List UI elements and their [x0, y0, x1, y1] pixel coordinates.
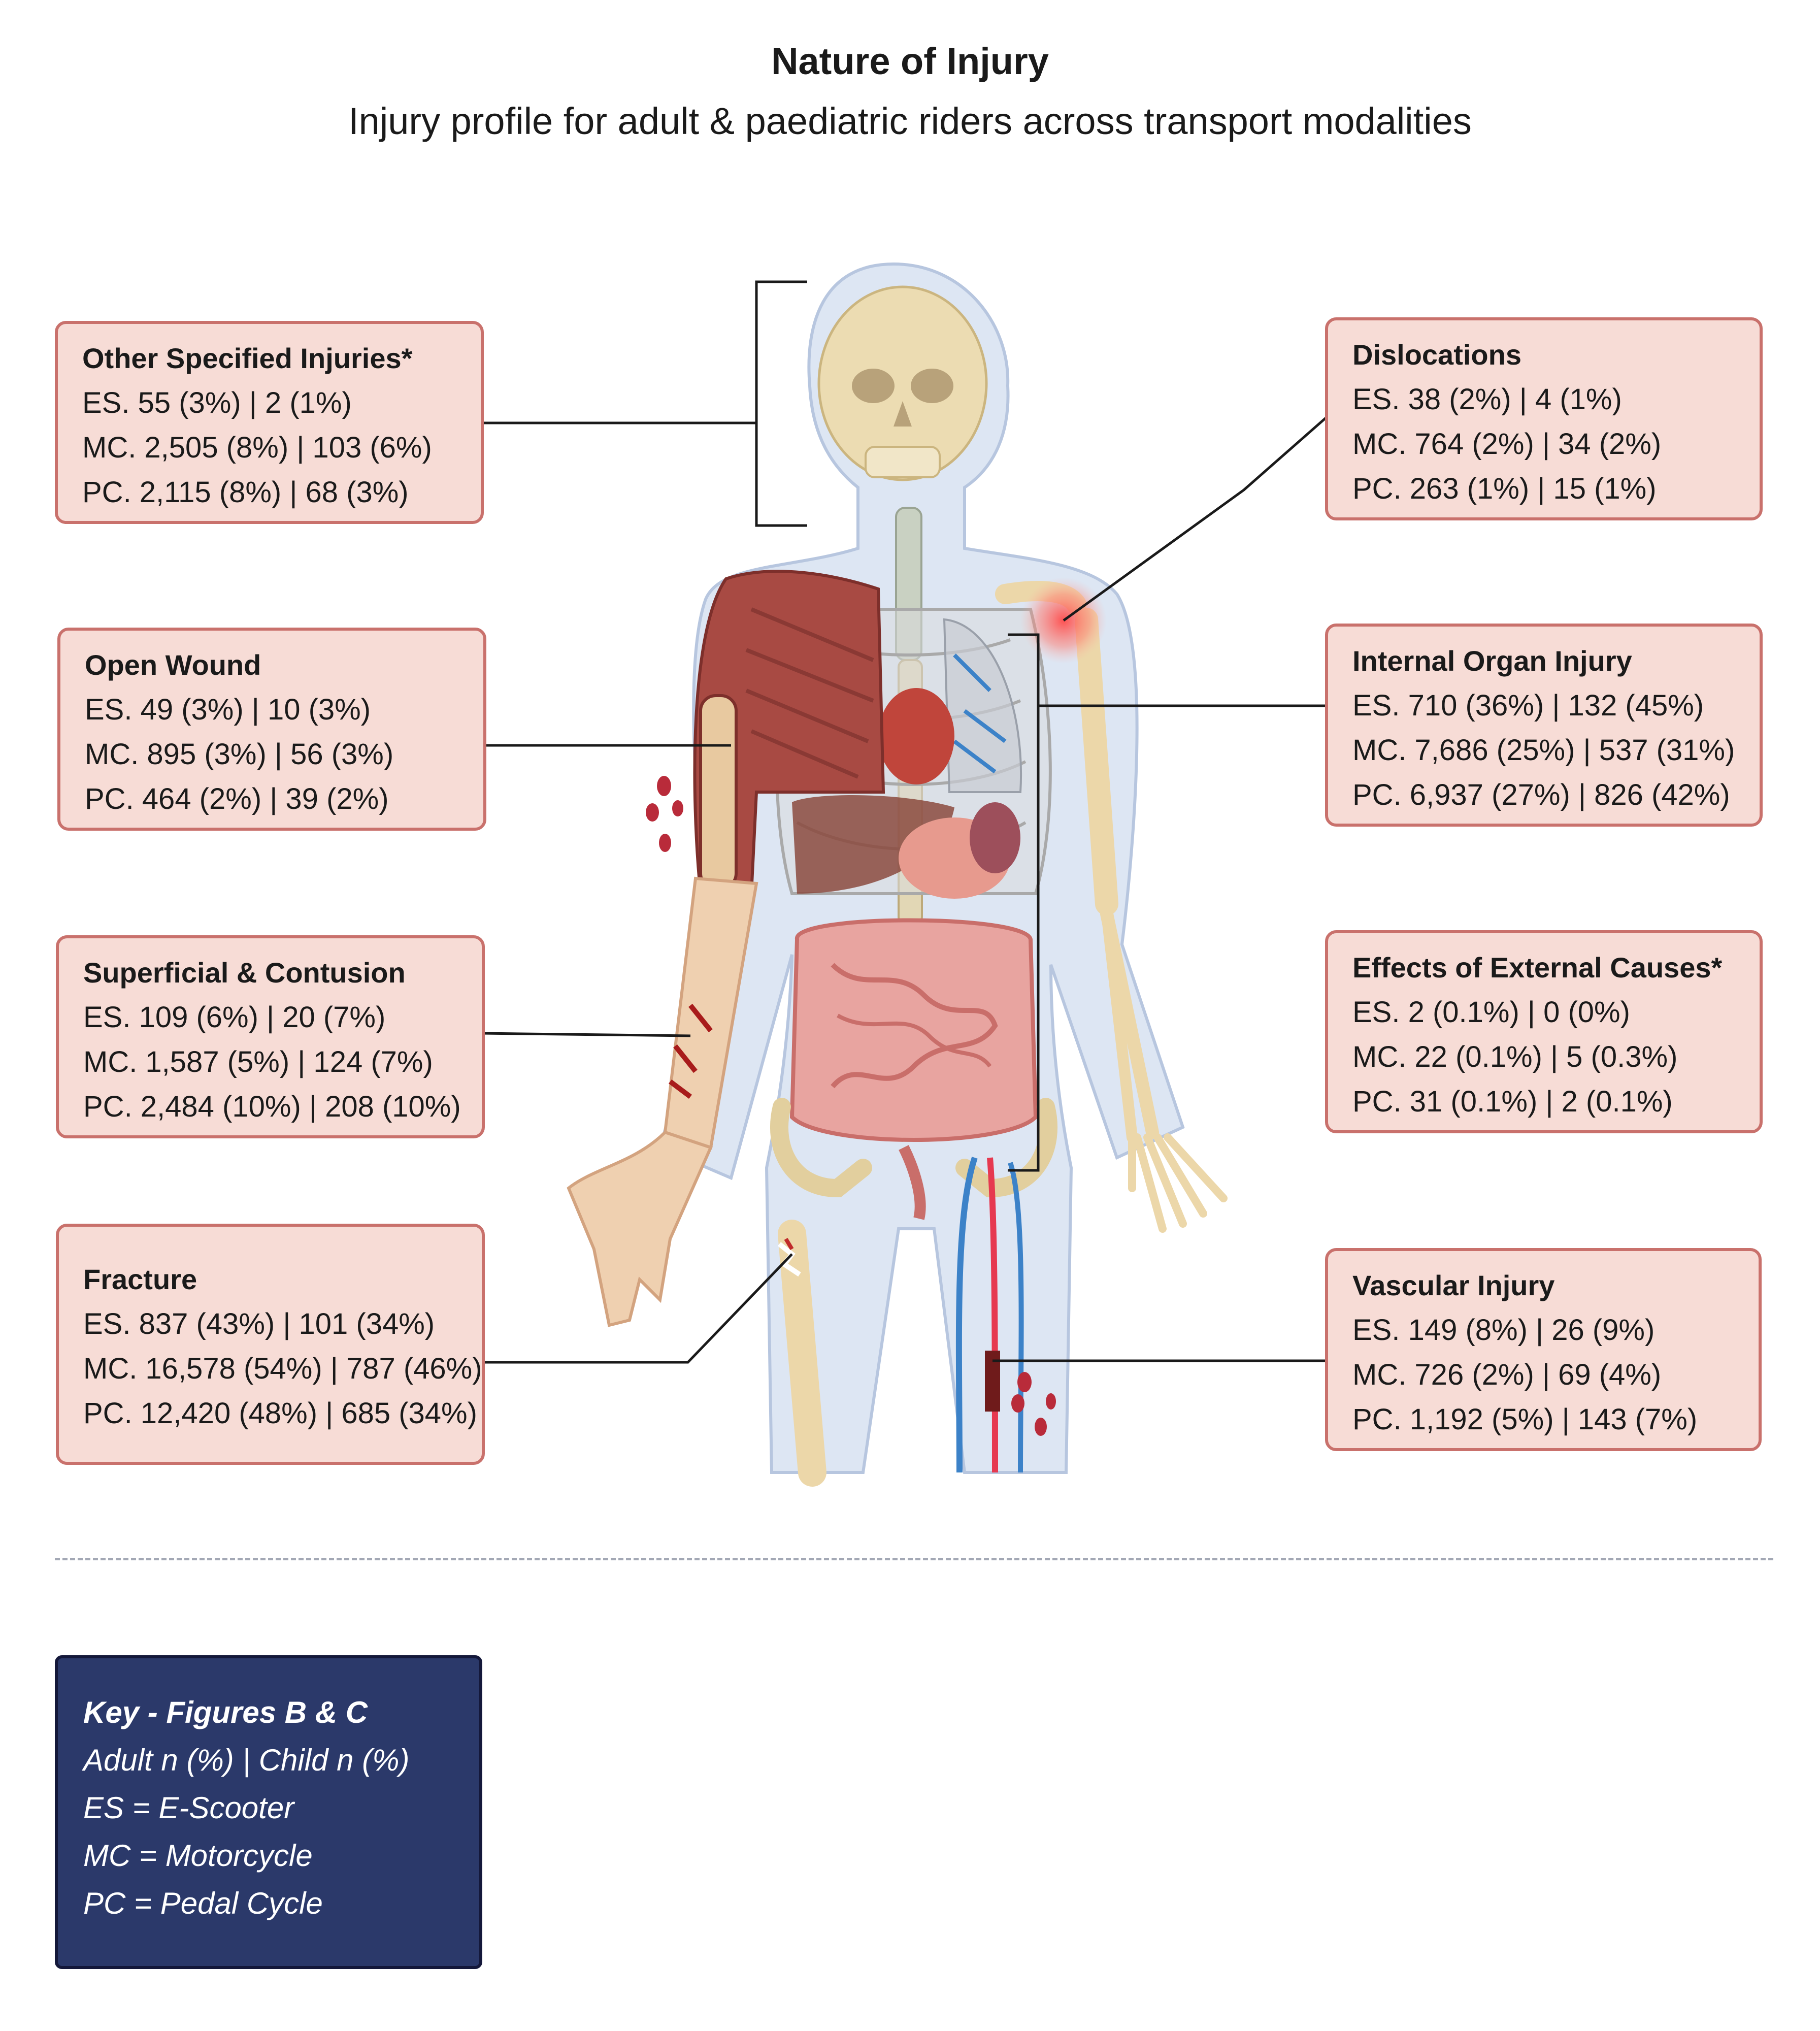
box-title: Other Specified Injuries*	[82, 342, 413, 374]
other-specified-injuries-box: Other Specified Injuries* ES. 55 (3%) | …	[55, 321, 484, 524]
organs-abdomen-upper	[792, 795, 1020, 899]
key-line: Adult n (%) | Child n (%)	[83, 1743, 410, 1777]
box-title: Internal Organ Injury	[1352, 645, 1632, 677]
box-line-pc: PC. 6,937 (27%) | 826 (42%)	[1352, 778, 1730, 811]
box-title: Effects of External Causes*	[1352, 952, 1723, 984]
leader-lines	[480, 280, 1329, 1364]
key-title: Key - Figures B & C	[83, 1695, 368, 1729]
box-line-pc: PC. 464 (2%) | 39 (2%)	[85, 782, 389, 815]
box-line-pc: PC. 2,115 (8%) | 68 (3%)	[82, 476, 409, 509]
forearm-skin	[567, 876, 758, 1327]
box-line-pc: PC. 31 (0.1%) | 2 (0.1%)	[1352, 1085, 1673, 1118]
key-line: MC = Motorcycle	[83, 1839, 313, 1873]
box-line-es: ES. 2 (0.1%) | 0 (0%)	[1352, 996, 1630, 1029]
key-line: ES = E-Scooter	[83, 1791, 294, 1825]
box-line-es: ES. 149 (8%) | 26 (9%)	[1352, 1314, 1655, 1347]
fracture-box: Fracture ES. 837 (43%) | 101 (34%) MC. 1…	[56, 1224, 485, 1465]
figure-subtitle: Injury profile for adult & paediatric ri…	[348, 100, 1472, 142]
box-line-mc: MC. 2,505 (8%) | 103 (6%)	[82, 431, 432, 464]
external-causes-box: Effects of External Causes* ES. 2 (0.1%)…	[1325, 930, 1763, 1133]
box-line-pc: PC. 1,192 (5%) | 143 (7%)	[1352, 1403, 1698, 1436]
box-line-es: ES. 55 (3%) | 2 (1%)	[82, 386, 352, 419]
section-divider	[55, 1558, 1773, 1560]
box-line-mc: MC. 22 (0.1%) | 5 (0.3%)	[1352, 1040, 1678, 1073]
box-line-es: ES. 38 (2%) | 4 (1%)	[1352, 383, 1622, 416]
dislocations-box: Dislocations ES. 38 (2%) | 4 (1%) MC. 76…	[1325, 317, 1763, 520]
arm-muscle	[693, 570, 885, 895]
intestines	[789, 918, 1038, 1220]
blood-drops-arm	[646, 776, 683, 852]
box-line-pc: PC. 263 (1%) | 15 (1%)	[1352, 472, 1657, 505]
superficial-contusion-box: Superficial & Contusion ES. 109 (6%) | 2…	[56, 935, 485, 1138]
key-line: PC = Pedal Cycle	[83, 1886, 323, 1920]
skull	[817, 285, 988, 481]
box-line-mc: MC. 764 (2%) | 34 (2%)	[1352, 428, 1662, 461]
box-title: Fracture	[83, 1263, 197, 1295]
box-line-es: ES. 837 (43%) | 101 (34%)	[83, 1307, 435, 1340]
box-title: Open Wound	[85, 649, 261, 681]
box-title: Superficial & Contusion	[83, 957, 406, 989]
box-title: Dislocations	[1352, 339, 1521, 371]
box-line-es: ES. 710 (36%) | 132 (45%)	[1352, 689, 1704, 722]
box-line-es: ES. 109 (6%) | 20 (7%)	[83, 1001, 386, 1034]
internal-organ-injury-box: Internal Organ Injury ES. 710 (36%) | 13…	[1325, 624, 1763, 827]
figure-title: Nature of Injury	[771, 40, 1049, 82]
box-line-mc: MC. 16,578 (54%) | 787 (46%)	[83, 1352, 482, 1385]
blood-drops-leg	[1011, 1372, 1056, 1436]
box-line-pc: PC. 2,484 (10%) | 208 (10%)	[83, 1090, 461, 1123]
vascular-injury-box: Vascular Injury ES. 149 (8%) | 26 (9%) M…	[1325, 1248, 1762, 1451]
box-line-pc: PC. 12,420 (48%) | 685 (34%)	[83, 1397, 477, 1430]
box-line-es: ES. 49 (3%) | 10 (3%)	[85, 693, 371, 726]
organs-chest	[878, 618, 1022, 793]
box-line-mc: MC. 895 (3%) | 56 (3%)	[85, 738, 394, 771]
box-title: Vascular Injury	[1352, 1269, 1555, 1301]
open-wound-box: Open Wound ES. 49 (3%) | 10 (3%) MC. 895…	[57, 628, 486, 831]
box-line-mc: MC. 7,686 (25%) | 537 (31%)	[1352, 734, 1735, 767]
arm-skeleton	[995, 581, 1228, 1233]
box-line-mc: MC. 726 (2%) | 69 (4%)	[1352, 1358, 1662, 1391]
box-line-mc: MC. 1,587 (5%) | 124 (7%)	[83, 1045, 433, 1078]
key-legend: Key - Figures B & C Adult n (%) | Child …	[55, 1655, 482, 1969]
